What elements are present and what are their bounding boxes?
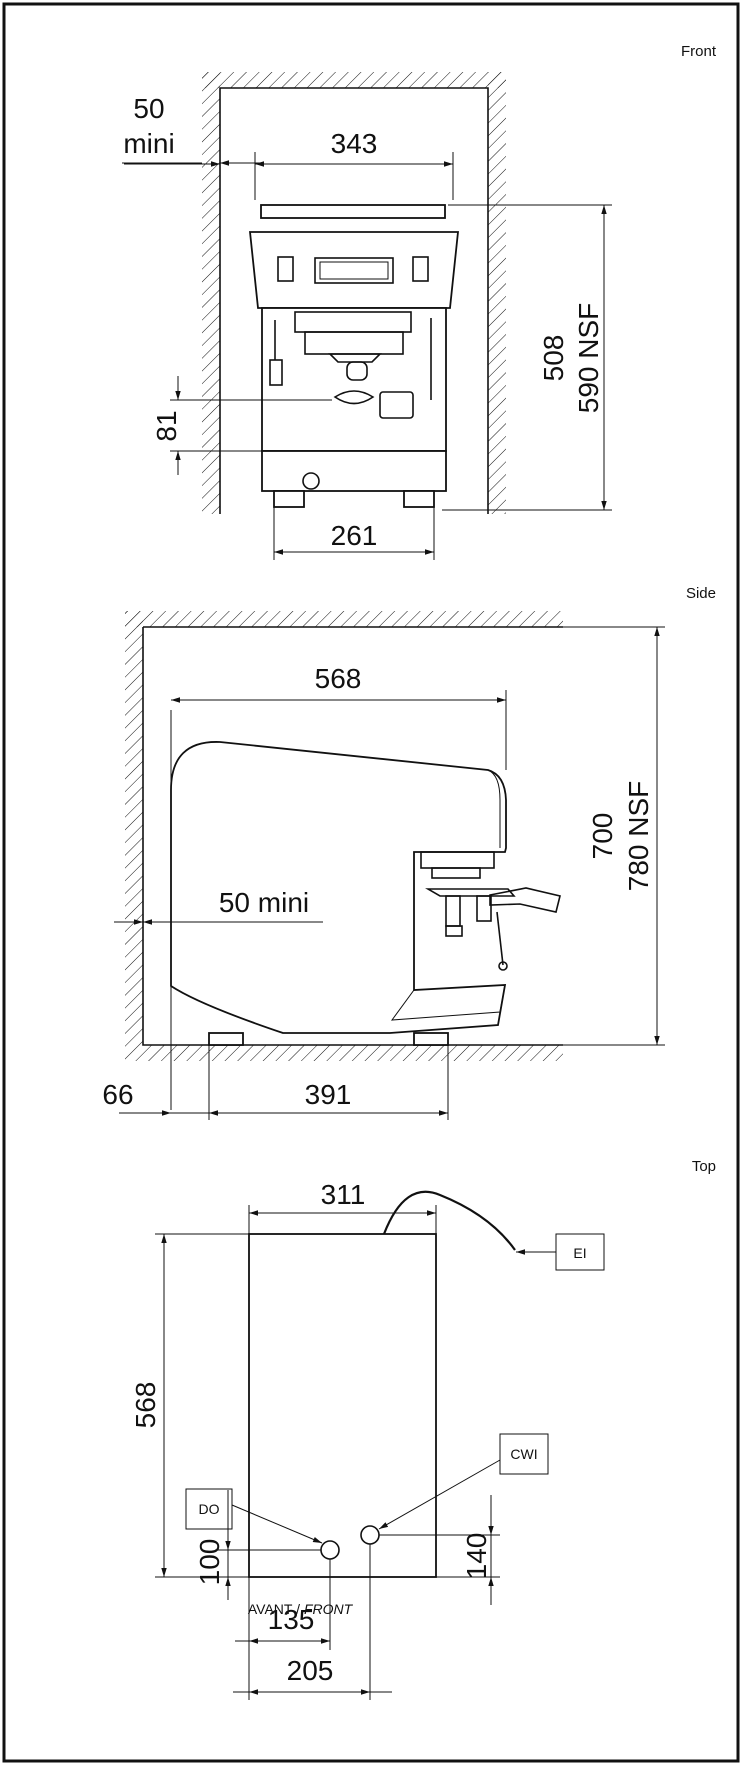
drain-outlet-label: DO — [199, 1501, 220, 1517]
drip-tray-knob-icon — [302, 472, 320, 490]
front-foot-right — [403, 490, 435, 508]
front-machine — [249, 204, 459, 508]
side-floor — [125, 1045, 563, 1061]
right-button-icon — [412, 256, 429, 282]
side-view: Side 568 700 780 NSF — [102, 585, 716, 1120]
top-view-label: Top — [692, 1158, 716, 1175]
left-button-icon — [277, 256, 294, 282]
front-foot-left — [273, 490, 305, 508]
side-view-label: Side — [686, 585, 716, 602]
front-label-fr: AVANT / — [248, 1601, 300, 1617]
top-view: Top EI 311 568 AVANT / FRONT DO CWI 100 — [130, 1158, 716, 1700]
side-body — [170, 741, 507, 1034]
side-feet-dim: 391 — [305, 1079, 352, 1110]
front-feet-dim: 261 — [331, 520, 378, 551]
electric-input-tag — [555, 1233, 605, 1271]
front-view-label: Front — [681, 43, 717, 60]
side-foot-front — [413, 1032, 449, 1046]
side-top-wall — [125, 611, 563, 627]
front-group-height-dim: 81 — [151, 410, 182, 441]
drain-x-dim: 135 — [268, 1604, 315, 1635]
side-height-nsf-dim: 780 NSF — [623, 781, 654, 892]
side-depth-dim: 568 — [315, 663, 362, 694]
front-view: Front — [122, 43, 717, 560]
electric-input-label: EI — [573, 1245, 586, 1261]
side-clearance-dim: 50 mini — [219, 887, 309, 918]
side-height-dim: 700 — [587, 813, 618, 860]
front-niche-outline — [219, 87, 489, 514]
front-height-nsf-dim: 590 NSF — [573, 303, 604, 414]
front-clearance-value: 50 — [133, 93, 164, 124]
drain-outlet-tag — [185, 1488, 233, 1530]
water-inlet-label: CWI — [510, 1446, 537, 1462]
front-right-wall — [488, 72, 506, 514]
top-depth-dim: 568 — [130, 1382, 161, 1429]
side-machine — [170, 741, 561, 1046]
front-label-en: FRONT — [304, 1601, 354, 1617]
side-portafilter-handle — [489, 887, 561, 913]
display-icon — [314, 257, 394, 284]
portafilter-icon — [346, 361, 368, 381]
water-y-dim: 140 — [461, 1533, 492, 1580]
side-back-wall — [125, 611, 143, 1045]
water-inlet-tag — [499, 1433, 549, 1475]
drain-y-dim: 100 — [194, 1539, 225, 1586]
front-top-wall — [202, 72, 506, 88]
front-width-dim: 343 — [331, 128, 378, 159]
side-drip-tray — [390, 984, 506, 1021]
front-left-wall — [202, 72, 220, 514]
water-x-dim: 205 — [287, 1655, 334, 1686]
front-top-tray — [260, 204, 446, 219]
side-group-head — [420, 851, 495, 869]
front-clearance-unit: mini — [123, 128, 174, 159]
front-height-dim: 508 — [538, 335, 569, 382]
top-footprint — [248, 1233, 437, 1578]
side-overhang-dim: 66 — [102, 1079, 133, 1110]
side-portafilter — [425, 888, 516, 897]
front-control-panel — [249, 231, 459, 309]
hot-water-outlet-icon — [379, 391, 414, 419]
drip-tray — [261, 450, 447, 492]
cup-icon — [333, 390, 375, 405]
side-steam-wand — [496, 911, 504, 966]
power-cable — [382, 1190, 516, 1251]
top-width-dim: 311 — [321, 1179, 366, 1210]
side-foot-rear — [208, 1032, 244, 1046]
